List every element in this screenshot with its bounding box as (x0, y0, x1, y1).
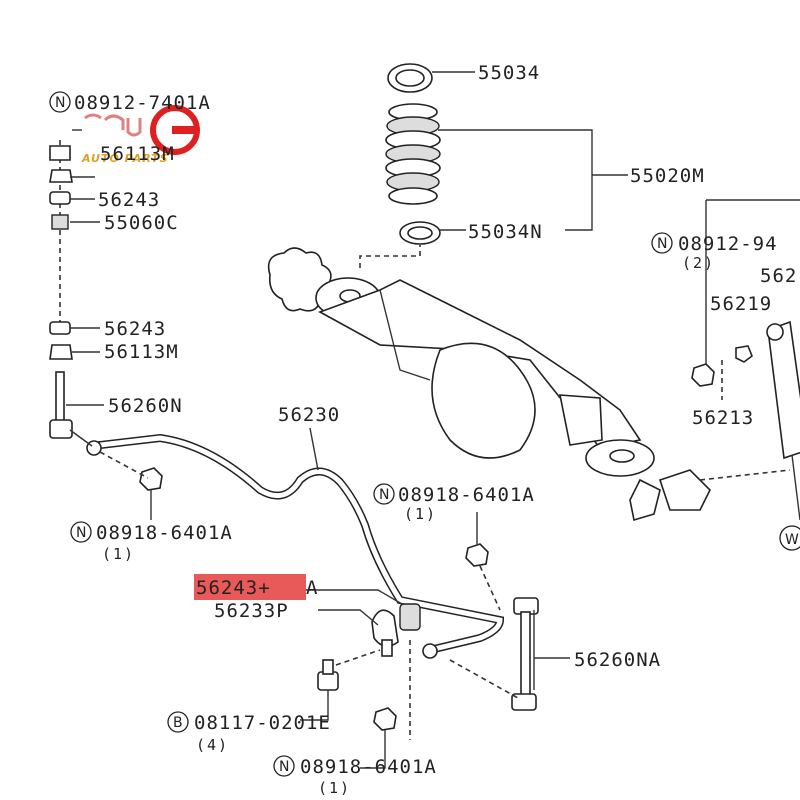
highlight-box (194, 574, 306, 600)
washer-56243-top (49, 191, 71, 205)
nut-56213 (691, 363, 715, 387)
label-55020m: 55020M (630, 165, 705, 187)
leader-08117 (300, 690, 329, 721)
label-08117: 08117-0201E (194, 712, 331, 734)
spring-seat-lower (399, 221, 441, 245)
stabilizer-bar (86, 433, 505, 659)
label-08918-left: 08918-6401A (96, 522, 233, 544)
qty-08918-center: (1) (404, 505, 437, 523)
label-08918-bottom: 08918-6401A (300, 756, 437, 778)
leader-56260na (533, 610, 570, 690)
label-56230: 56230 (278, 404, 340, 426)
qty-08912-94: (2) (682, 254, 715, 272)
label-56243-mid: 56243 (104, 318, 166, 340)
qty-08918-bottom: (1) (318, 779, 351, 797)
label-56113m-mid: 56113M (104, 341, 179, 363)
leader-08918-bottom (360, 730, 386, 769)
label-56260na: 56260NA (574, 649, 661, 671)
label-562: 562 (760, 265, 797, 287)
label-56113m-top: 56113M (100, 143, 175, 165)
nut-08918-bottom (373, 707, 397, 731)
n-mark-08918-bottom: N (273, 755, 295, 777)
leader-55020m-bracket (438, 129, 593, 231)
label-55060c: 55060C (104, 212, 179, 234)
svg-text:N: N (76, 525, 86, 541)
label-55034: 55034 (478, 62, 540, 84)
label-56213: 56213 (692, 407, 754, 429)
axle-dash-right (699, 469, 791, 481)
axle-housing (267, 247, 711, 522)
dash-left-nut (99, 451, 149, 479)
clamp-56233p (371, 609, 399, 657)
washer-56243-mid (49, 321, 71, 335)
leader-56230 (309, 427, 319, 471)
label-56243-top: 56243 (98, 189, 160, 211)
dash-bolt (335, 649, 381, 666)
svg-text:W: W (785, 532, 799, 548)
link-to-bar (69, 429, 93, 447)
dash-center-nut (479, 565, 501, 611)
w-mark: W (779, 525, 800, 551)
label-08912-94: 08912-94 (678, 233, 778, 255)
svg-text:N: N (279, 759, 289, 775)
nut-08918-center (465, 543, 489, 567)
svg-text:N: N (657, 236, 667, 252)
svg-text:N: N (379, 487, 389, 503)
link-56260na (511, 597, 539, 711)
leader-56243a (305, 589, 403, 605)
bushing-56243a (399, 603, 421, 631)
spring-leader (359, 245, 421, 268)
label-56233p: 56233P (214, 600, 289, 622)
sleeve-55060c (51, 214, 69, 230)
qty-08918-left: (1) (102, 545, 135, 563)
label-55034n: 55034N (468, 221, 543, 243)
bushing-56113m-top (49, 169, 73, 183)
coil-spring (385, 103, 441, 205)
shock-absorber (766, 320, 800, 521)
dash-link-bottom (449, 659, 519, 699)
b-mark-08117: B (167, 711, 189, 733)
label-56243a-suffix: A (306, 577, 318, 599)
n-mark-08918-left: N (70, 521, 92, 543)
n-mark-08912-94: N (651, 232, 673, 254)
n-mark-08918-center: N (373, 483, 395, 505)
label-56243a: 56243+ (196, 577, 271, 599)
svg-text:B: B (173, 715, 183, 731)
svg-text:N: N (55, 95, 65, 111)
auto-parts-logo: AUTO PARTS (81, 105, 200, 165)
spring-seat-upper (387, 63, 433, 93)
bolt-08117 (317, 659, 339, 691)
label-56260n: 56260N (108, 395, 183, 417)
nut-08912-7401a (49, 145, 71, 161)
leader-56233p (318, 609, 379, 626)
logo-text: AUTO PARTS (81, 152, 169, 165)
label-56219: 56219 (710, 293, 772, 315)
qty-08117: (4) (196, 736, 229, 754)
n-mark-08912-7401a: N (49, 91, 71, 113)
link-56260n (49, 371, 73, 439)
label-08912-7401a: 08912-7401A (74, 92, 211, 114)
label-08918-center: 08918-6401A (398, 484, 535, 506)
nut-08918-left (139, 467, 163, 491)
bushing-56113m-mid (49, 344, 73, 360)
washer-56219 (735, 345, 753, 363)
